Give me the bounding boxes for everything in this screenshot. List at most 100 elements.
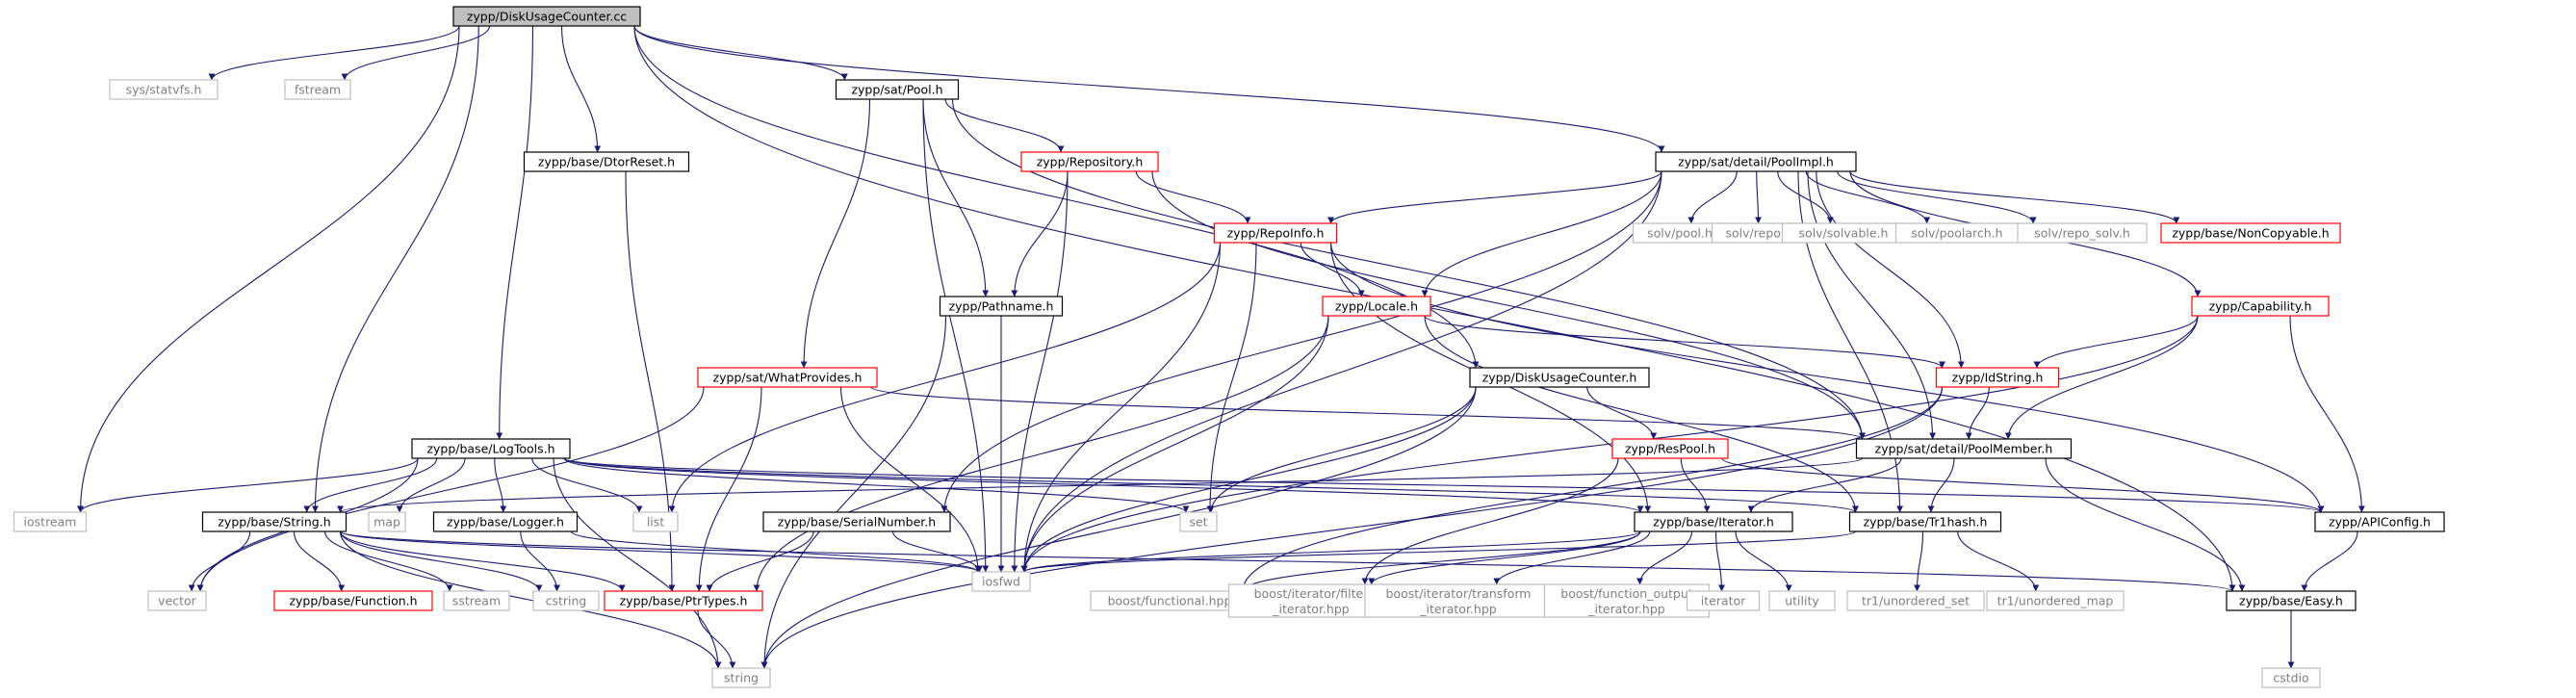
edge-logtools-to-apiconfig — [563, 457, 2325, 513]
edge-repository-to-pathname — [1011, 170, 1069, 297]
edge-pool-to-iosfwd — [922, 98, 990, 573]
node-box — [432, 511, 579, 532]
edge-pool-to-pathname — [922, 98, 990, 297]
node-respool[interactable]: zypp/ResPool.h — [1611, 438, 1729, 459]
edge-logger-to-iosfwd — [570, 530, 982, 573]
node-function[interactable]: zypp/base/Function.h — [273, 590, 433, 611]
edge-logtools-to-map — [396, 457, 466, 513]
node-label: zypp/ResPool.h — [1625, 442, 1715, 456]
node-poolmember[interactable]: zypp/sat/detail/PoolMember.h — [1855, 438, 2073, 459]
node-apiconfig[interactable]: zypp/APIConfig.h — [2314, 511, 2445, 532]
node-box — [971, 571, 1031, 592]
edge-duc-to-set — [1207, 386, 1477, 513]
edge-iterator-h-to-utility — [1735, 530, 1792, 592]
edge-string-h-to-iosfwd — [339, 530, 982, 573]
node-box — [2226, 590, 2357, 611]
edge-logtools-to-set — [563, 457, 1190, 513]
node-idstring[interactable]: zypp/IdString.h — [1935, 367, 2060, 388]
node-label: utility — [1785, 594, 1819, 608]
edge-logtools-to-string-h — [303, 457, 438, 513]
node-root[interactable]: zypp/DiskUsageCounter.cc — [452, 6, 641, 27]
node-string: string — [711, 667, 771, 688]
node-box — [1543, 583, 1711, 618]
node-capability[interactable]: zypp/Capability.h — [2191, 296, 2330, 317]
node-box — [1322, 296, 1431, 317]
node-box — [452, 6, 641, 27]
edge-poolimpl-to-solvsolvable — [1777, 170, 1834, 224]
node-label: zypp/base/LogTools.h — [426, 442, 554, 456]
edge-poolimpl-to-poolmember — [1807, 170, 1937, 440]
edge-capability-to-iosfwd — [1020, 315, 2199, 573]
node-noncopyable[interactable]: zypp/base/NonCopyable.h — [2160, 222, 2341, 244]
node-label: set — [1189, 515, 1207, 530]
node-poolimpl[interactable]: zypp/sat/detail/PoolImpl.h — [1655, 151, 1857, 172]
edge-root-to-dtorreset — [560, 25, 602, 153]
node-box — [2261, 667, 2321, 688]
node-string-h[interactable]: zypp/base/String.h — [201, 511, 348, 532]
edge-root-to-fstream — [341, 25, 491, 81]
node-locale[interactable]: zypp/Locale.h — [1322, 296, 1431, 317]
edge-duc-to-respool — [1586, 386, 1658, 440]
node-set: set — [1179, 511, 1218, 532]
edge-string-h-to-vector — [188, 530, 251, 592]
edge-capability-to-apiconfig — [2289, 315, 2365, 513]
node-logtools[interactable]: zypp/base/LogTools.h — [411, 438, 571, 459]
node-box — [443, 590, 510, 611]
node-box — [1768, 590, 1836, 611]
edge-repository-to-repoinfo — [1135, 170, 1251, 224]
edge-tr1hash-to-unordered-set — [1914, 530, 1924, 592]
edge-logtools-to-string — [553, 457, 722, 669]
edge-repoinfo-to-iosfwd — [1020, 242, 1222, 573]
node-label: tr1/unordered_map — [1997, 594, 2114, 608]
node-pathname[interactable]: zypp/Pathname.h — [939, 296, 1064, 317]
node-box — [2160, 222, 2341, 244]
edge-repoinfo-to-locale — [1300, 242, 1365, 297]
node-easy[interactable]: zypp/base/Easy.h — [2226, 590, 2357, 611]
node-ptrtypes[interactable]: zypp/base/PtrTypes.h — [604, 590, 763, 611]
node-box — [1020, 151, 1159, 172]
node-iterator-h[interactable]: zypp/base/Iterator.h — [1634, 511, 1793, 532]
node-box — [1634, 511, 1793, 532]
edge-pathname-to-string — [760, 315, 947, 669]
edge-poolmember-to-tr1hash — [1927, 457, 1955, 513]
node-box — [1655, 151, 1857, 172]
edge-root-to-statvfs — [208, 25, 460, 81]
node-pool[interactable]: zypp/sat/Pool.h — [835, 79, 960, 100]
node-iostream: iostream — [13, 511, 88, 532]
node-box — [762, 511, 951, 532]
edge-duc-to-string — [760, 386, 1477, 669]
edge-serialnumber-to-ptrtypes — [706, 530, 814, 592]
node-label: zypp/RepoInfo.h — [1227, 226, 1325, 241]
node-duc[interactable]: zypp/DiskUsageCounter.h — [1469, 367, 1650, 388]
node-whatprovides[interactable]: zypp/sat/WhatProvides.h — [697, 367, 878, 388]
node-box — [604, 590, 763, 611]
node-label: zypp/base/SerialNumber.h — [778, 515, 936, 530]
edge-string-h-to-ptrtypes — [339, 530, 626, 592]
edge-logtools-to-iterator-h — [563, 457, 1644, 513]
node-iosfwd: iosfwd — [971, 571, 1031, 592]
node-box — [2017, 222, 2148, 244]
node-repoinfo[interactable]: zypp/RepoInfo.h — [1213, 222, 1338, 244]
node-repository[interactable]: zypp/Repository.h — [1020, 151, 1159, 172]
edge-pool-to-repository — [944, 98, 1065, 153]
node-box — [13, 511, 88, 532]
edge-root-to-string-h — [311, 25, 479, 513]
node-label: zypp/IdString.h — [1952, 371, 2044, 385]
edge-repository-to-poolmember — [1151, 170, 1866, 440]
edge-root-to-duc — [633, 25, 1480, 369]
node-label: zypp/sat/Pool.h — [851, 83, 942, 97]
node-cstdio: cstdio — [2261, 667, 2321, 688]
node-box — [2314, 511, 2445, 532]
edge-iterator-h-to-iosfwd — [1020, 530, 1641, 573]
node-box — [1469, 367, 1650, 388]
edge-whatprovides-to-vector — [196, 386, 705, 592]
edge-tr1hash-to-unordered-map — [1957, 530, 2040, 592]
node-serialnumber[interactable]: zypp/base/SerialNumber.h — [762, 511, 951, 532]
node-logger[interactable]: zypp/base/Logger.h — [432, 511, 579, 532]
node-label: cstdio — [2273, 671, 2308, 685]
node-tr1hash[interactable]: zypp/base/Tr1hash.h — [1848, 511, 2002, 532]
edge-logtools-to-list — [531, 457, 643, 513]
node-dtorreset[interactable]: zypp/base/DtorReset.h — [523, 151, 690, 172]
